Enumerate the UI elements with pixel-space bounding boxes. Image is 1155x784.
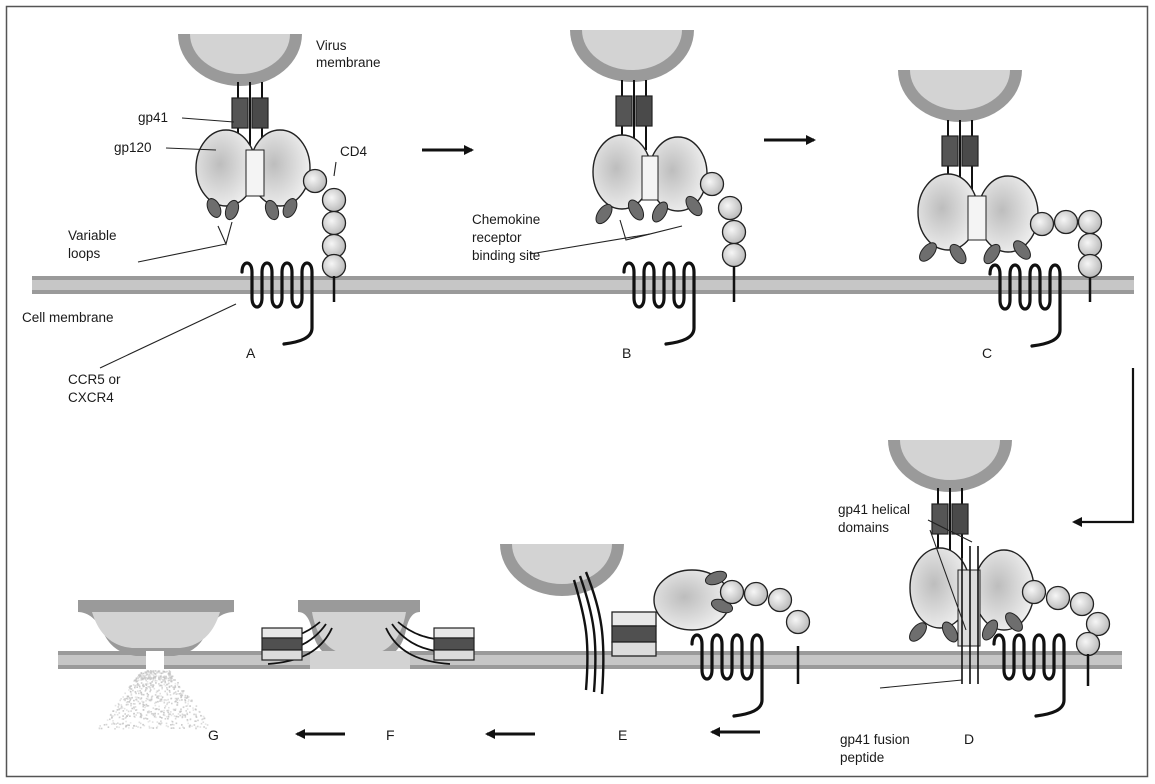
arrow-c-to-d [1074,368,1133,522]
label-fusion-peptide-line2: peptide [840,750,884,765]
label-coreceptor-line2: CXCR4 [68,390,114,405]
stage-label-g: G [208,727,219,743]
label-fusion-peptide-line1: gp41 fusion [840,732,910,747]
label-helical-domains-line2: domains [838,520,889,535]
label-chemokine-site-line3: binding site [472,248,540,263]
label-virus-membrane-line1: Virus [316,38,347,53]
cell-membrane-top [32,276,1134,294]
released-viral-content [99,670,209,730]
stage-a-illustration [178,34,346,344]
label-cd4: CD4 [340,144,367,159]
stage-e-illustration [500,544,810,716]
stage-label-a: A [246,345,256,361]
label-variable-loops-line1: Variable [68,228,117,243]
stage-label-d: D [964,731,974,747]
stage-label-e: E [618,727,627,743]
label-virus-membrane-line2: membrane [316,55,381,70]
label-chemokine-site-line2: receptor [472,230,522,245]
stage-d-illustration [888,440,1110,716]
stage-label-f: F [386,727,395,743]
stage-label-c: C [982,345,992,361]
label-helical-domains-line1: gp41 helical [838,502,910,517]
stage-b-illustration [570,30,746,344]
label-gp120: gp120 [114,140,152,155]
label-gp41: gp41 [138,110,168,125]
stage-f-illustration [262,600,474,669]
label-coreceptor-line1: CCR5 or [68,372,121,387]
stage-c-illustration [898,70,1102,346]
label-cell-membrane: Cell membrane [22,310,114,325]
label-variable-loops-line2: loops [68,246,101,261]
label-chemokine-site-line1: Chemokine [472,212,540,227]
stage-label-b: B [622,345,631,361]
